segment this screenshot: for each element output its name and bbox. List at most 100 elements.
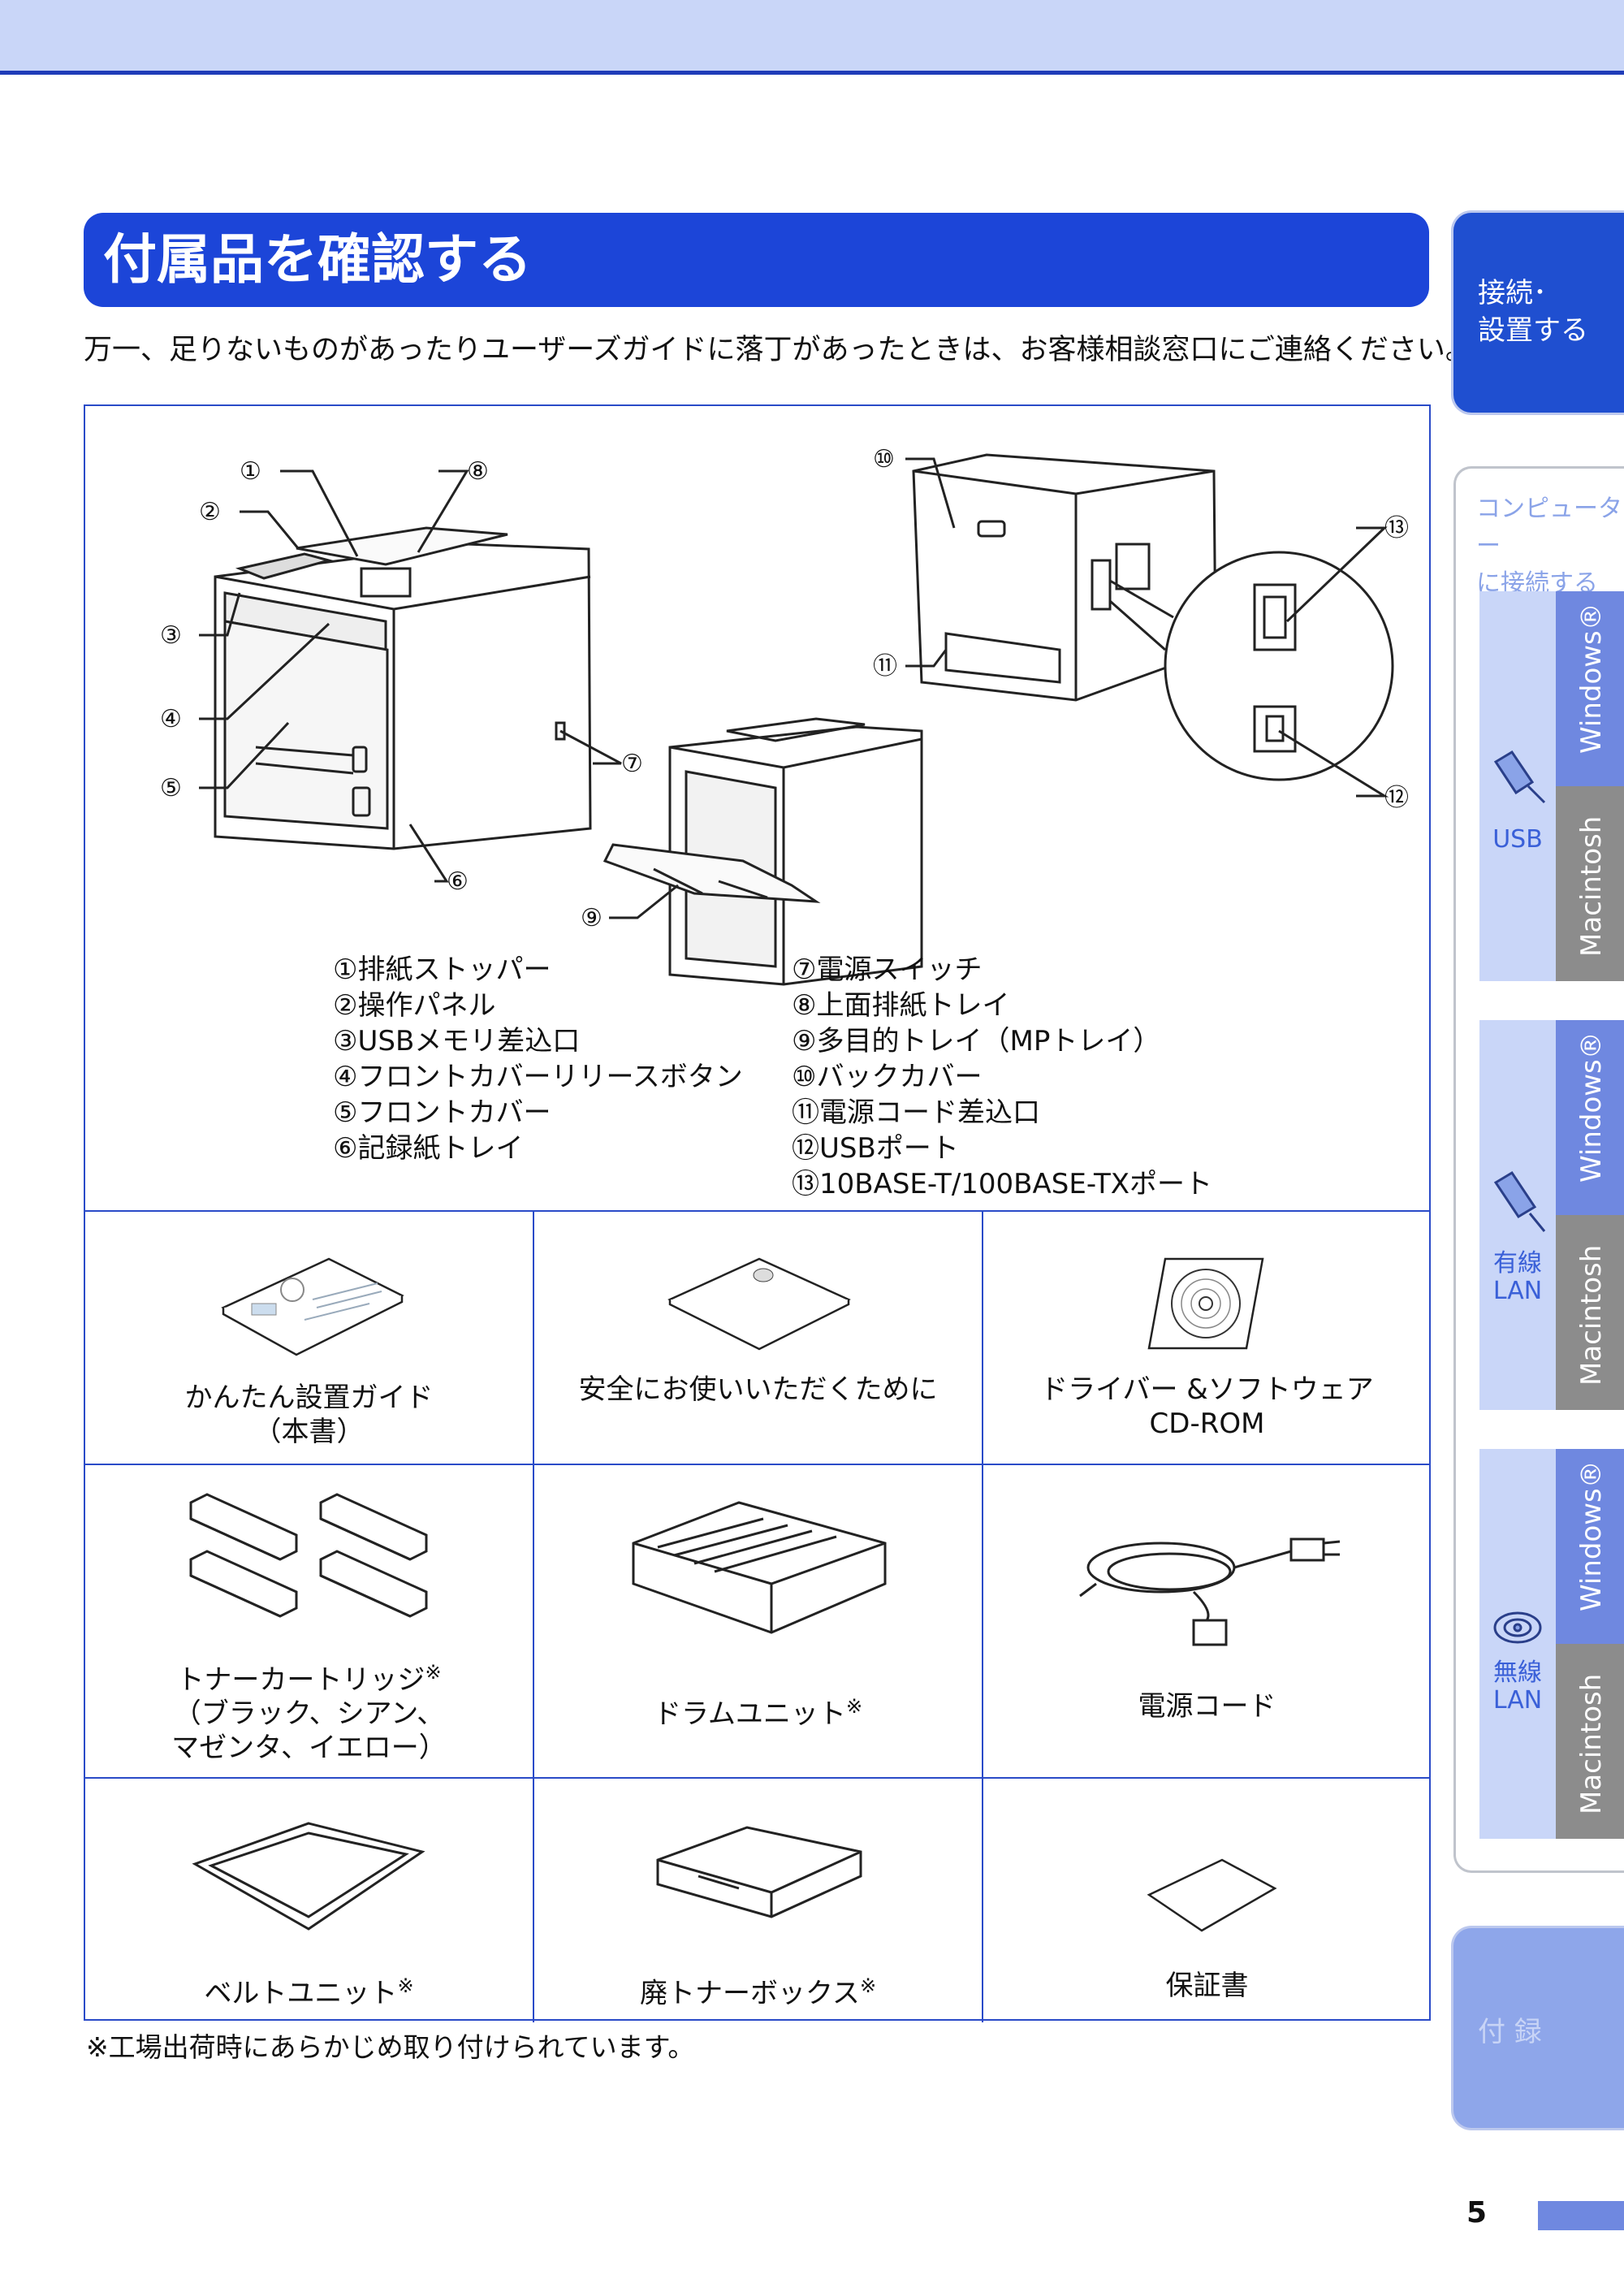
part-label: ⑥記録紙トレイ [333,1132,524,1165]
footnote-mark: ※ [859,1974,877,1997]
item-belt: ベルトユニット※ [85,1969,533,2010]
setup-guide-image [221,1257,404,1356]
callout-3: ③ [160,621,182,650]
item-label: 廃トナーボックス [639,1977,860,2010]
tab-label: 設置する [1478,314,1588,347]
footnote: ※工場出荷時にあらかじめ取り付けられています。 [86,2031,695,2063]
footnote-mark: ※ [425,1661,442,1684]
page-number: 5 [1466,2196,1488,2229]
item-waste-toner: 廃トナーボックス※ [534,1969,982,2010]
item-safety: 安全にお使いいただくために [534,1373,982,1407]
item-label: CD-ROM [1149,1408,1265,1440]
part-label: ⑨多目的トレイ（MPトレイ） [792,1025,1161,1057]
item-label: （本書） [253,1416,365,1448]
item-label: マゼンタ、イエロー） [171,1732,447,1765]
tab-wired-macintosh[interactable]: Macintosh [1556,1215,1624,1410]
section-background [1479,1449,1556,1839]
lead-text: 万一、足りないものがあったりユーザーズガイドに落丁があったときは、お客様相談窓口… [84,334,1474,366]
part-label: ①排紙ストッパー [333,954,551,986]
part-label: ⑫USBポート [792,1132,959,1165]
tab-label: Macintosh [1575,1244,1608,1386]
item-label: トナーカートリッジ [176,1663,425,1697]
warranty-image [1147,1858,1277,1932]
sidebar-wireless-lan: Windows® Macintosh 無線 LAN [1479,1449,1624,1839]
section-label: USB [1492,825,1543,854]
callout-12: ⑫ [1384,784,1409,812]
sidebar-caption: コンピューター に接続する [1476,491,1624,603]
part-label: ③USBメモリ差込口 [333,1025,581,1057]
sidebar-wired-lan: Windows® Macintosh 有線 LAN [1479,1020,1624,1410]
callout-10: ⑩ [873,445,895,474]
callout-4: ④ [160,705,182,733]
drum-unit-image [632,1501,887,1634]
tab-label: Macintosh [1575,815,1608,957]
item-label: ドラムユニット [653,1697,846,1731]
safety-booklet-image [667,1257,851,1351]
footnote-mark: ※ [397,1974,414,1997]
tab-wireless-macintosh[interactable]: Macintosh [1556,1644,1624,1839]
tab-wired-windows[interactable]: Windows® [1556,1020,1624,1215]
part-label: ⑬10BASE-T/100BASE-TXポート [792,1168,1213,1200]
item-label: 電源コード [1138,1690,1276,1723]
grid-line [85,1210,1429,1212]
page-title: 付属品を確認する [84,213,1429,307]
section-label: 無線 [1493,1658,1542,1687]
waste-toner-box-image [656,1826,862,1918]
part-label: ⑩バックカバー [792,1061,983,1093]
tab-connect-setup[interactable]: 接続･ 設置する [1453,213,1624,413]
item-label: ベルトユニット [204,1977,398,2010]
callout-2: ② [199,498,221,526]
tab-usb-macintosh[interactable]: Macintosh [1556,786,1624,981]
footnote-mark: ※ [845,1695,863,1718]
section-label: LAN [1492,1277,1543,1305]
usb-cable-icon [1493,750,1546,804]
part-label: ⑤フロントカバー [333,1096,551,1129]
item-cdrom: ドライバー &ソフトウェア CD-ROM [983,1373,1431,1441]
grid-line [85,1777,1429,1779]
item-drum: ドラムユニット※ [534,1689,982,1731]
tab-wireless-windows[interactable]: Windows® [1556,1449,1624,1644]
item-warranty: 保証書 [983,1969,1431,2003]
callout-11: ⑪ [873,652,897,681]
page-number-bar [1538,2201,1624,2230]
tab-label: Windows® [1575,1031,1608,1183]
tab-usb-windows[interactable]: Windows® [1556,591,1624,786]
item-label: ドライバー &ソフトウェア [1040,1373,1374,1406]
callout-1: ① [240,457,261,486]
wireless-icon [1493,1611,1542,1644]
grid-line [85,1464,1429,1465]
part-label: ⑧上面排紙トレイ [792,989,1010,1022]
parts-list-right: ⑦電源スイッチ ⑧上面排紙トレイ ⑨多目的トレイ（MPトレイ） ⑩バックカバー … [792,952,1212,1202]
contents-frame: ① ② ③ ④ ⑤ ⑥ ⑦ ⑧ ⑨ ⑩ ⑪ ⑫ ⑬ ①排紙ストッパー ②操作パネ… [84,404,1431,2022]
part-label: ②操作パネル [333,989,496,1022]
item-setup-guide: かんたん設置ガイド （本書） [85,1381,533,1449]
part-label: ⑦電源スイッチ [792,954,983,986]
caption-line: コンピューター [1476,495,1622,560]
tab-label: Windows® [1575,1460,1608,1611]
callout-7: ⑦ [621,750,643,778]
section-label: 有線 [1493,1249,1542,1278]
item-power-cord: 電源コード [983,1689,1431,1723]
tab-label: Macintosh [1575,1673,1608,1814]
callout-6: ⑥ [447,867,469,896]
item-label: かんたん設置ガイド [184,1382,434,1414]
grid-line [533,1210,534,2022]
top-band [0,0,1624,75]
section-label: LAN [1492,1686,1543,1715]
power-cord-image [1079,1537,1341,1646]
tab-label: 接続･ [1478,277,1547,309]
callout-5: ⑤ [160,774,182,802]
item-label: 保証書 [1165,1970,1249,2002]
part-label: ⑪電源コード差込口 [792,1096,1040,1129]
parts-list-left: ①排紙ストッパー ②操作パネル ③USBメモリ差込口 ④フロントカバーリリースボ… [333,952,743,1166]
callout-8: ⑧ [467,457,489,486]
tab-label: Windows® [1575,603,1608,754]
tab-appendix[interactable]: 付 録 [1453,1928,1624,2128]
sidebar-usb: Windows® Macintosh USB [1479,591,1624,981]
item-label: 安全にお使いいただくために [578,1373,938,1406]
cdrom-image [1147,1257,1264,1350]
callout-9: ⑨ [581,904,603,932]
item-label: （ブラック、シアン、 [173,1697,445,1731]
callout-13: ⑬ [1384,514,1409,543]
grid-line [982,1210,983,2022]
